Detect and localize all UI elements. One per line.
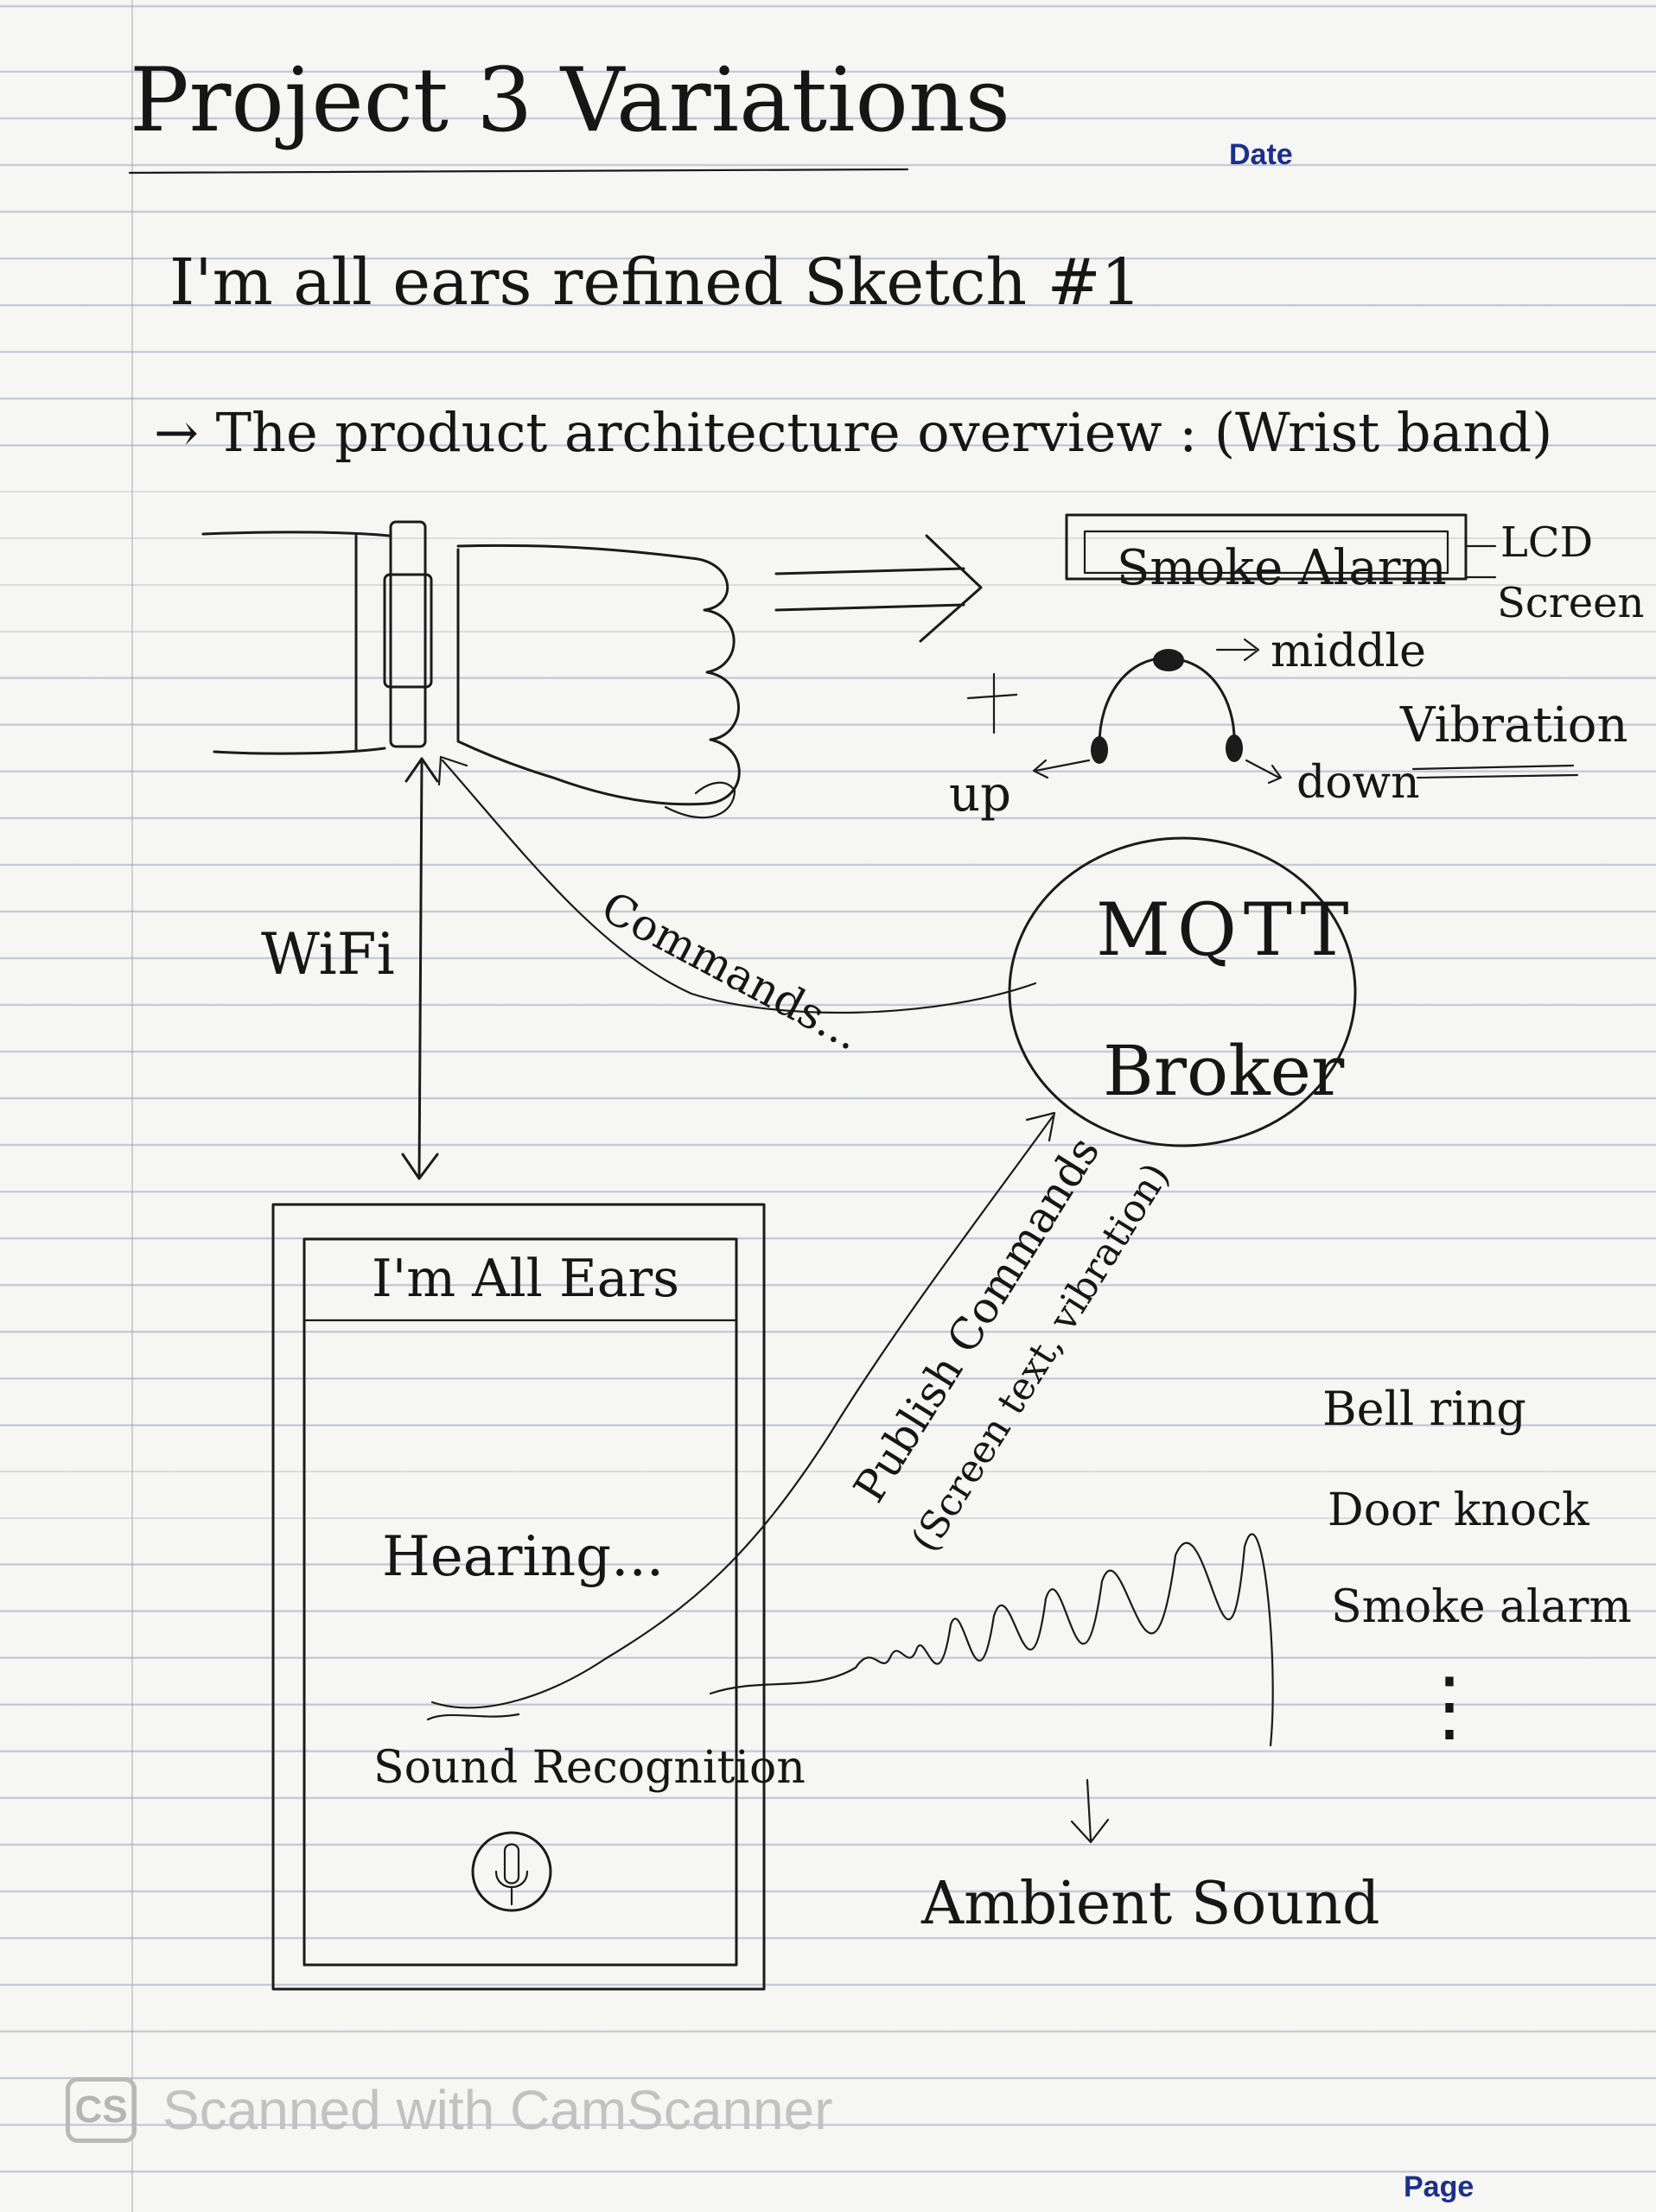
- motor-left-dot: [1091, 736, 1108, 764]
- plus-sign: [966, 672, 1018, 734]
- page-title: Project 3 Variations: [130, 49, 1011, 152]
- lcd-screen-text: Smoke Alarm: [1117, 540, 1447, 596]
- sound-list-more: ⋮: [1411, 1661, 1488, 1751]
- motor-middle-dot: [1153, 649, 1184, 671]
- sound-item-bell: Bell ring: [1322, 1382, 1526, 1436]
- motor-up-label: up: [949, 766, 1011, 823]
- broker-line2: Broker: [1103, 1031, 1345, 1111]
- motor-up-arrow: [1032, 759, 1091, 779]
- wristband-cuff: [354, 534, 460, 752]
- lcd-label-line2: Screen: [1497, 579, 1645, 627]
- app-title: I'm All Ears: [372, 1249, 679, 1309]
- motor-middle-arrow: [1215, 638, 1260, 662]
- publish-arrowhead: [1025, 1111, 1056, 1142]
- wristband-device: [383, 573, 433, 689]
- motor-arc: [1098, 657, 1236, 752]
- lcd-pointer: [1464, 544, 1497, 579]
- wristband-strap: [389, 520, 427, 748]
- lcd-label-line1: LCD: [1500, 518, 1594, 567]
- display-arrow: [774, 534, 983, 643]
- fist-outline: [456, 543, 741, 806]
- sketch-heading: I'm all ears refined Sketch #1: [169, 245, 1142, 320]
- sound-item-door: Door knock: [1328, 1484, 1589, 1536]
- motor-right-dot: [1226, 734, 1243, 762]
- wifi-label: WiFi: [261, 921, 395, 988]
- camscanner-text: Scanned with CamScanner: [162, 2079, 833, 2141]
- date-label: Date: [1229, 138, 1293, 171]
- app-feature: Sound Recognition: [373, 1742, 806, 1794]
- motor-down-label: down: [1296, 757, 1420, 809]
- vibration-label: Vibration: [1400, 697, 1628, 753]
- motor-down-arrow: [1245, 759, 1283, 785]
- fist-thumb: [664, 781, 736, 819]
- sound-item-smoke: Smoke alarm: [1331, 1581, 1632, 1633]
- wifi-arrow: [401, 757, 439, 1180]
- sound-wave: [709, 1533, 1274, 1747]
- ambient-arrow: [1070, 1778, 1110, 1844]
- commands-curve: [441, 759, 1037, 1014]
- publish-curve: [430, 1115, 1054, 1709]
- margin-line: [131, 0, 133, 2212]
- app-status: Hearing...: [382, 1525, 665, 1589]
- microphone-button: [471, 1831, 552, 1912]
- lcd-screen-inner: [1083, 530, 1449, 575]
- camscanner-watermark: CS Scanned with CamScanner: [66, 2077, 833, 2143]
- broker-line1: MQTT: [1096, 887, 1356, 972]
- title-underline: [128, 168, 909, 175]
- commands-arrowhead: [437, 755, 468, 786]
- motor-middle-label: middle: [1271, 626, 1426, 677]
- arm-outline: [201, 531, 391, 755]
- phone-outer: [271, 1203, 766, 1991]
- microphone-icon: [494, 1843, 529, 1906]
- ambient-sound-label: Ambient Sound: [921, 1870, 1380, 1938]
- camscanner-logo-icon: CS: [66, 2077, 137, 2143]
- vibration-underline: [1411, 764, 1579, 779]
- phone-inner: [303, 1237, 738, 1967]
- mqtt-broker-circle: [1008, 836, 1357, 1147]
- overview-line: → The product architecture overview : (W…: [154, 401, 1553, 464]
- pickup-squiggle: [426, 1713, 520, 1721]
- page-label: Page: [1404, 2171, 1474, 2203]
